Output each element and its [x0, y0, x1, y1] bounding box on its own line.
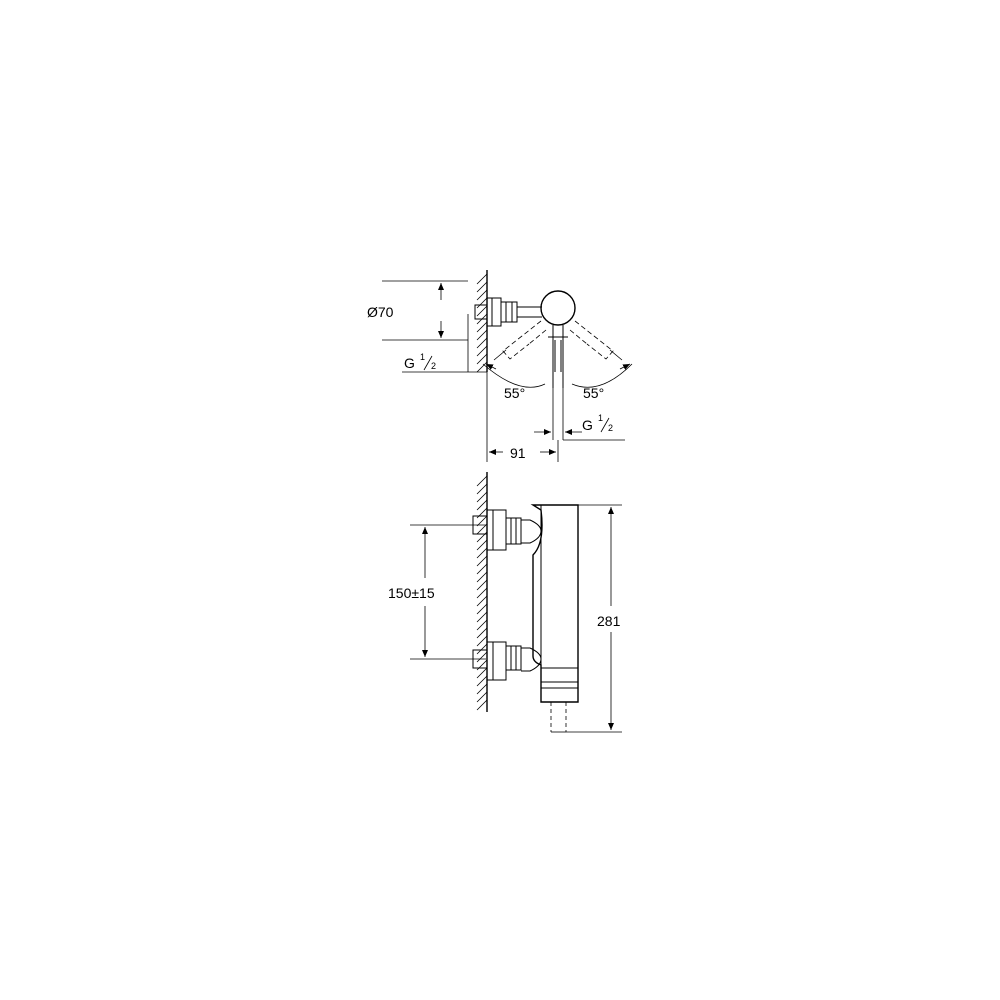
wall-hatch-line	[476, 555, 488, 567]
spacing-label: 150±15	[388, 585, 435, 601]
wall-hatch-line	[476, 483, 488, 495]
thread-left-main: G	[404, 355, 415, 371]
wall-hatch-line	[476, 675, 488, 687]
swing-right: 55°	[569, 320, 633, 401]
wall-hatch-line	[476, 571, 488, 583]
wall-hatch-line	[476, 475, 488, 487]
depth-dimension: 91	[486, 372, 559, 462]
wall-hatch-line	[476, 547, 488, 559]
diameter-dimension: Ø70	[367, 280, 468, 341]
diameter-label: Ø70	[367, 304, 394, 320]
wall-hatch-line	[476, 595, 488, 607]
wall-hatch-line	[476, 699, 488, 711]
wall-hatch-line	[476, 273, 488, 285]
wall-hatch-line	[476, 651, 488, 663]
thread-left-num: 1	[420, 352, 425, 362]
wall-hatch-line	[476, 611, 488, 623]
wall-hatch-line	[476, 305, 488, 317]
wall-hatch-line	[476, 523, 488, 535]
wall-hatch-line	[476, 579, 488, 591]
handle-top	[540, 290, 576, 388]
wall-hatch-line	[476, 627, 488, 639]
wall-hatch-line	[476, 667, 488, 679]
thread-bottom-num: 1	[598, 413, 603, 423]
wall-connection-top	[474, 297, 542, 327]
wall-hatch-line	[476, 491, 488, 503]
outlet	[550, 702, 567, 733]
swing-left: 55°	[482, 320, 547, 401]
wall-hatch-line	[476, 345, 488, 357]
front-view: 150±15 281	[388, 472, 622, 733]
wall-hatch-line	[476, 587, 488, 599]
depth-label: 91	[510, 445, 526, 461]
wall-hatch-line	[476, 539, 488, 551]
wall-hatch-line	[476, 297, 488, 309]
wall-top	[476, 270, 488, 373]
top-view: Ø70 G 1 2	[367, 270, 633, 462]
thread-left: G 1 2	[402, 314, 487, 373]
thread-bottom: G 1 2	[534, 388, 625, 441]
wall-hatch-line	[476, 643, 488, 655]
height-label: 281	[597, 613, 621, 629]
wall-hatch-line	[476, 619, 488, 631]
wall-hatch-line	[476, 635, 488, 647]
angle-left-label: 55°	[504, 385, 525, 401]
thread-bottom-main: G	[582, 417, 593, 433]
wall-hatch-line	[476, 337, 488, 349]
wall-hatch-line	[476, 353, 488, 365]
wall-hatch-line	[476, 289, 488, 301]
angle-right-label: 55°	[583, 385, 604, 401]
wall-hatch-line	[476, 499, 488, 511]
wall-hatch-line	[476, 361, 488, 373]
wall-hatch-line	[476, 329, 488, 341]
wall-hatch-line	[476, 691, 488, 703]
wall-front	[476, 472, 488, 712]
wall-hatch-line	[476, 603, 488, 615]
mixer-body	[530, 504, 579, 703]
wall-hatch-line	[476, 563, 488, 575]
spacing-dimension: 150±15	[388, 524, 486, 660]
wall-hatch-line	[476, 515, 488, 527]
wall-hatch-line	[476, 321, 488, 333]
wall-hatch-line	[476, 683, 488, 695]
thread-bottom-den: 2	[608, 423, 613, 433]
wall-hatch-line	[476, 281, 488, 293]
height-dimension: 281	[566, 504, 622, 733]
thread-left-den: 2	[431, 361, 436, 371]
